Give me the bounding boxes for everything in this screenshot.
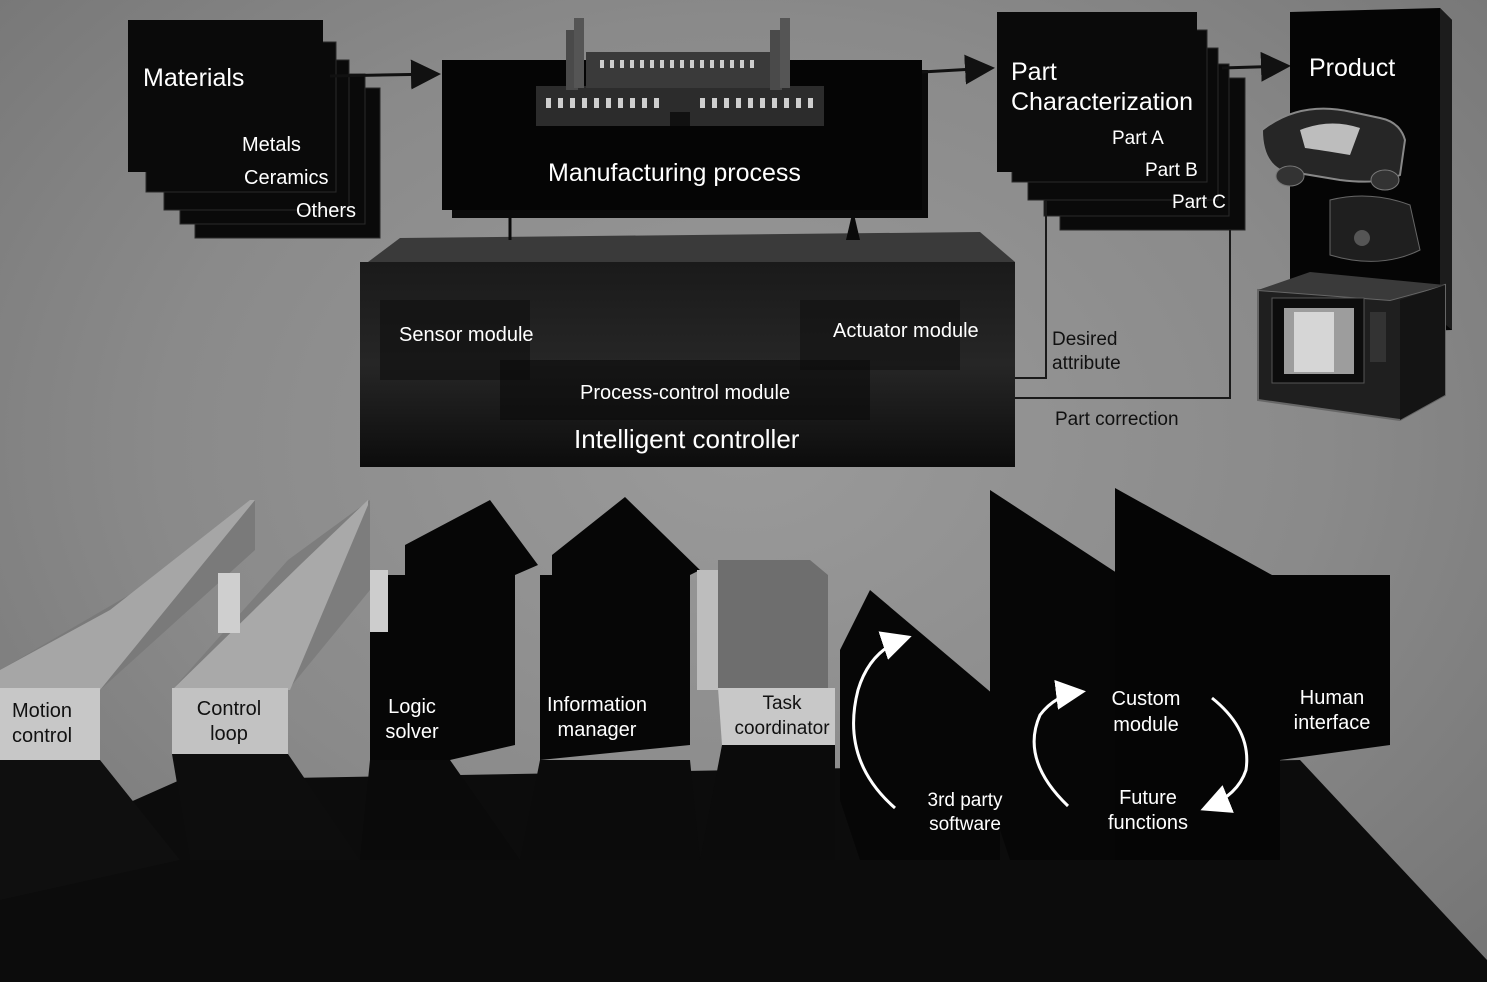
part-characterization-title-line2: Characterization — [1011, 88, 1194, 116]
materials-title: Materials — [143, 64, 245, 92]
actuator-module-label: Actuator module — [833, 320, 979, 342]
module-logic-solver — [360, 500, 538, 860]
third-party-loop-arrow — [852, 631, 912, 810]
task-coordinator-line2: coordinator — [734, 718, 830, 739]
materials-item-ceramics: Ceramics — [244, 167, 329, 189]
custom-loop-arrow-left — [1032, 679, 1086, 808]
module-information-manager — [520, 497, 700, 860]
desired-attribute-line1: Desired — [1052, 329, 1118, 350]
logic-solver-line2: solver — [385, 721, 439, 743]
feedback-lines — [1015, 200, 1231, 399]
materials-item-others: Others — [296, 200, 357, 222]
part-correction-label: Part correction — [1055, 409, 1179, 430]
arrow-materials-to-process — [329, 59, 441, 90]
materials-stack — [128, 20, 381, 239]
future-functions-line2: functions — [1107, 812, 1189, 834]
controller-title: Intelligent controller — [574, 424, 800, 454]
human-interface-line1: Human — [1299, 687, 1365, 709]
custom-module-line2: module — [1113, 714, 1179, 736]
custom-module-line1: Custom — [1111, 688, 1181, 710]
controller-box — [360, 232, 1015, 467]
module-task-coordinator — [697, 560, 835, 860]
future-functions-line1: Future — [1119, 787, 1177, 809]
materials-item-metals: Metals — [242, 134, 301, 156]
product-tv-icon — [1257, 272, 1446, 422]
control-loop-line1: Control — [196, 698, 262, 720]
module-control-loop — [172, 500, 370, 860]
custom-loop-arrow-right — [1200, 696, 1249, 813]
arrow-process-to-part — [921, 54, 995, 85]
task-coordinator-line1: Task — [762, 693, 802, 714]
part-characterization-stack — [997, 12, 1246, 231]
third-party-line2: software — [929, 814, 1001, 835]
information-manager-line1: Information — [546, 694, 648, 716]
information-manager-line2: manager — [557, 719, 637, 741]
sensor-module-label: Sensor module — [399, 324, 534, 346]
human-interface-line2: interface — [1293, 712, 1371, 734]
desired-attribute-line2: attribute — [1052, 353, 1121, 374]
control-loop-line2: loop — [210, 723, 248, 745]
product-car-icon — [1260, 107, 1421, 262]
arrow-part-to-product — [1221, 51, 1291, 82]
module-motion-control — [0, 500, 255, 900]
factory-icon — [536, 18, 824, 126]
logic-solver-line1: Logic — [388, 696, 436, 718]
link-controller-actuator — [846, 210, 860, 240]
third-party-line1: 3rd party — [927, 790, 1003, 811]
process-title: Manufacturing process — [548, 159, 801, 187]
part-item-b: Part B — [1145, 160, 1198, 181]
part-characterization-title-line1: Part — [1011, 58, 1057, 86]
part-item-a: Part A — [1112, 128, 1164, 149]
process-control-module-label: Process-control module — [580, 382, 791, 404]
motion-control-line1: Motion — [12, 700, 73, 722]
module-human-interface — [1115, 488, 1390, 860]
motion-control-line2: control — [12, 725, 73, 747]
part-item-c: Part C — [1172, 192, 1226, 213]
product-title: Product — [1309, 54, 1396, 82]
